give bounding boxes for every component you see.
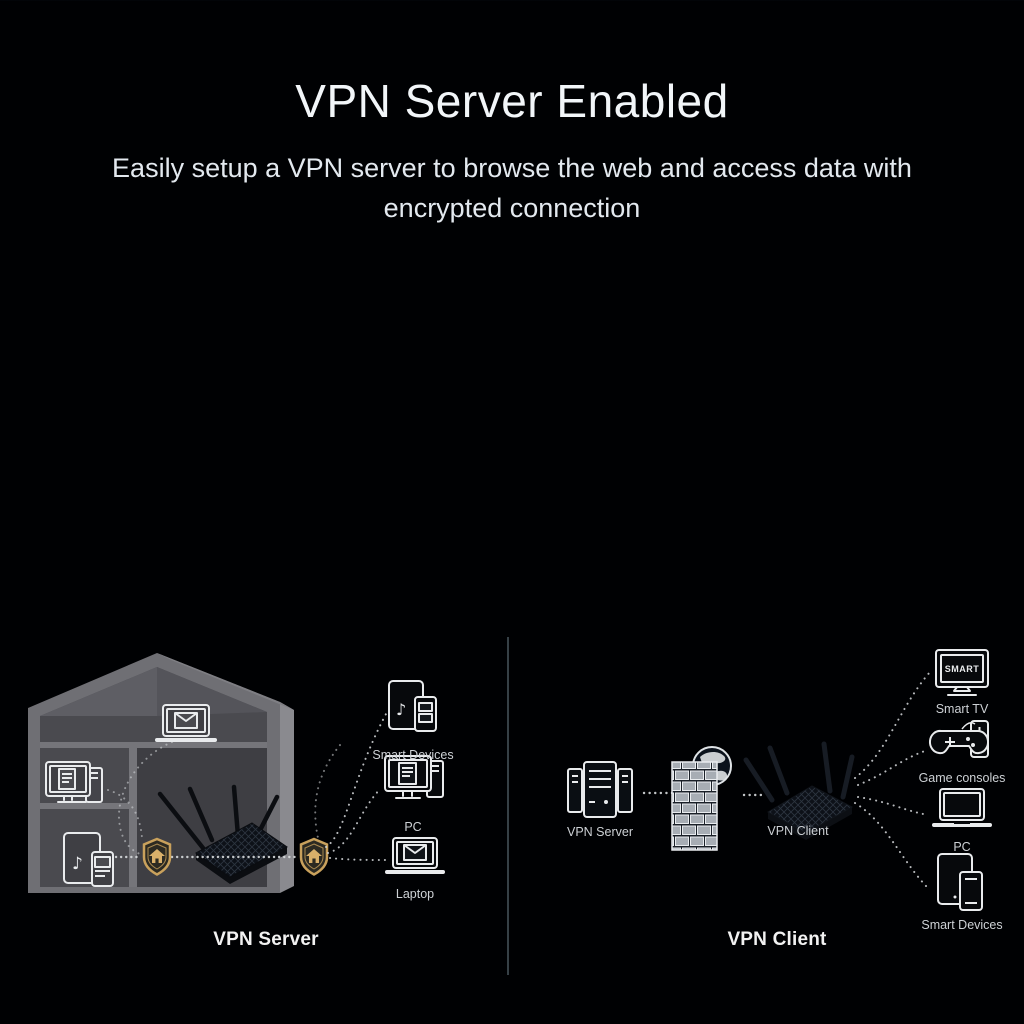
laptop-email-icon	[155, 704, 217, 742]
label-smart-devices: Smart Devices	[372, 748, 454, 762]
label-vpn-server-node: VPN Server	[567, 825, 633, 839]
section-label-vpn-client: VPN Client	[727, 929, 827, 950]
label-laptop: Laptop	[395, 887, 435, 901]
pc-icon	[384, 755, 444, 799]
label-smart-devices-right: Smart Devices	[921, 918, 1003, 932]
laptop-icon	[385, 837, 445, 874]
desktop-pc-icon	[45, 761, 103, 803]
label-pc-right: PC	[953, 840, 971, 854]
gold-shield-icon	[142, 837, 172, 876]
subtitle-line-2: encrypted connection	[383, 193, 641, 223]
smart-tv-icon: SMART	[935, 649, 989, 696]
house-dotted-links	[107, 741, 341, 857]
client-router-icon	[743, 741, 855, 840]
page-subtitle: Easily setup a VPN server to browse the …	[0, 148, 1024, 228]
smart-devices-icon: ♪	[388, 680, 437, 732]
tablet-phone-music-icon: ♪	[63, 832, 114, 887]
vpn-server-rack-icon	[567, 761, 633, 818]
section-label-vpn-server: VPN Server	[213, 929, 319, 950]
label-smart-tv: Smart TV	[935, 702, 989, 716]
smart-devices-right-icon	[937, 853, 983, 911]
client-fan-dotted	[854, 671, 931, 887]
smart-tv-screen-text: SMART	[945, 664, 980, 674]
label-vpn-client-node: VPN Client	[767, 824, 829, 838]
house-router-icon	[157, 784, 288, 884]
subtitle-line-1: Easily setup a VPN server to browse the …	[112, 153, 912, 183]
label-game-consoles: Game consoles	[918, 771, 1006, 785]
server-fan-dotted	[325, 713, 387, 861]
firewall-icon	[671, 761, 718, 851]
pc-laptop-icon	[932, 788, 992, 827]
svg-text:♪: ♪	[396, 700, 406, 719]
gold-shield-icon	[299, 837, 329, 876]
svg-text:♪: ♪	[72, 854, 83, 874]
game-console-icon	[928, 720, 990, 758]
page-title: VPN Server Enabled	[295, 75, 729, 127]
label-pc: PC	[404, 820, 422, 834]
